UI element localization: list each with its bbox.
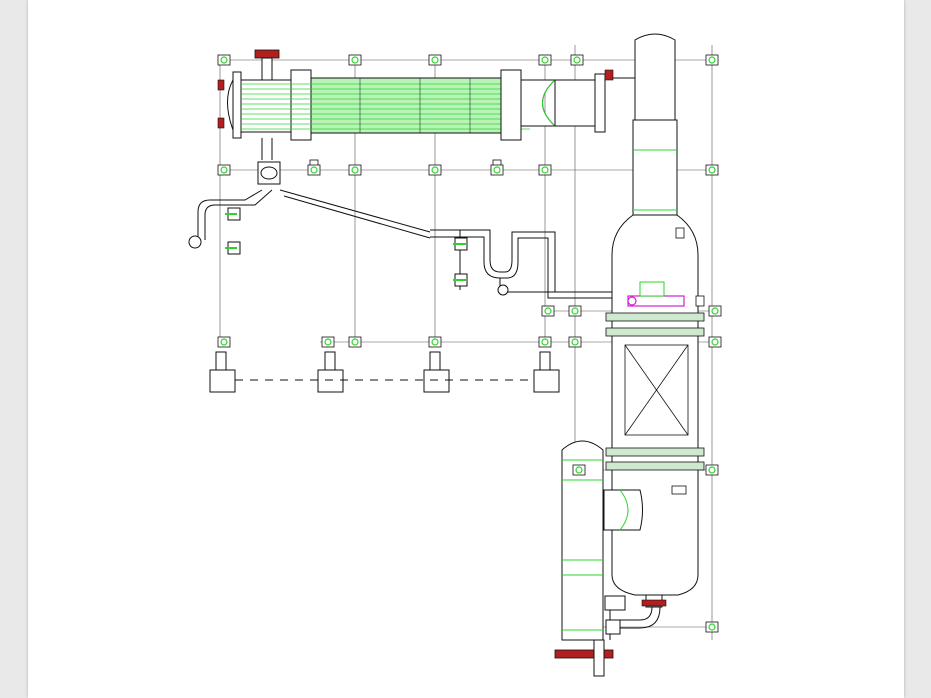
distillation-column (603, 33, 705, 608)
piping (197, 138, 661, 640)
side-column (554, 440, 614, 677)
base-supports (209, 351, 560, 393)
heat-exchanger (217, 49, 640, 171)
valve-icon (188, 161, 626, 635)
